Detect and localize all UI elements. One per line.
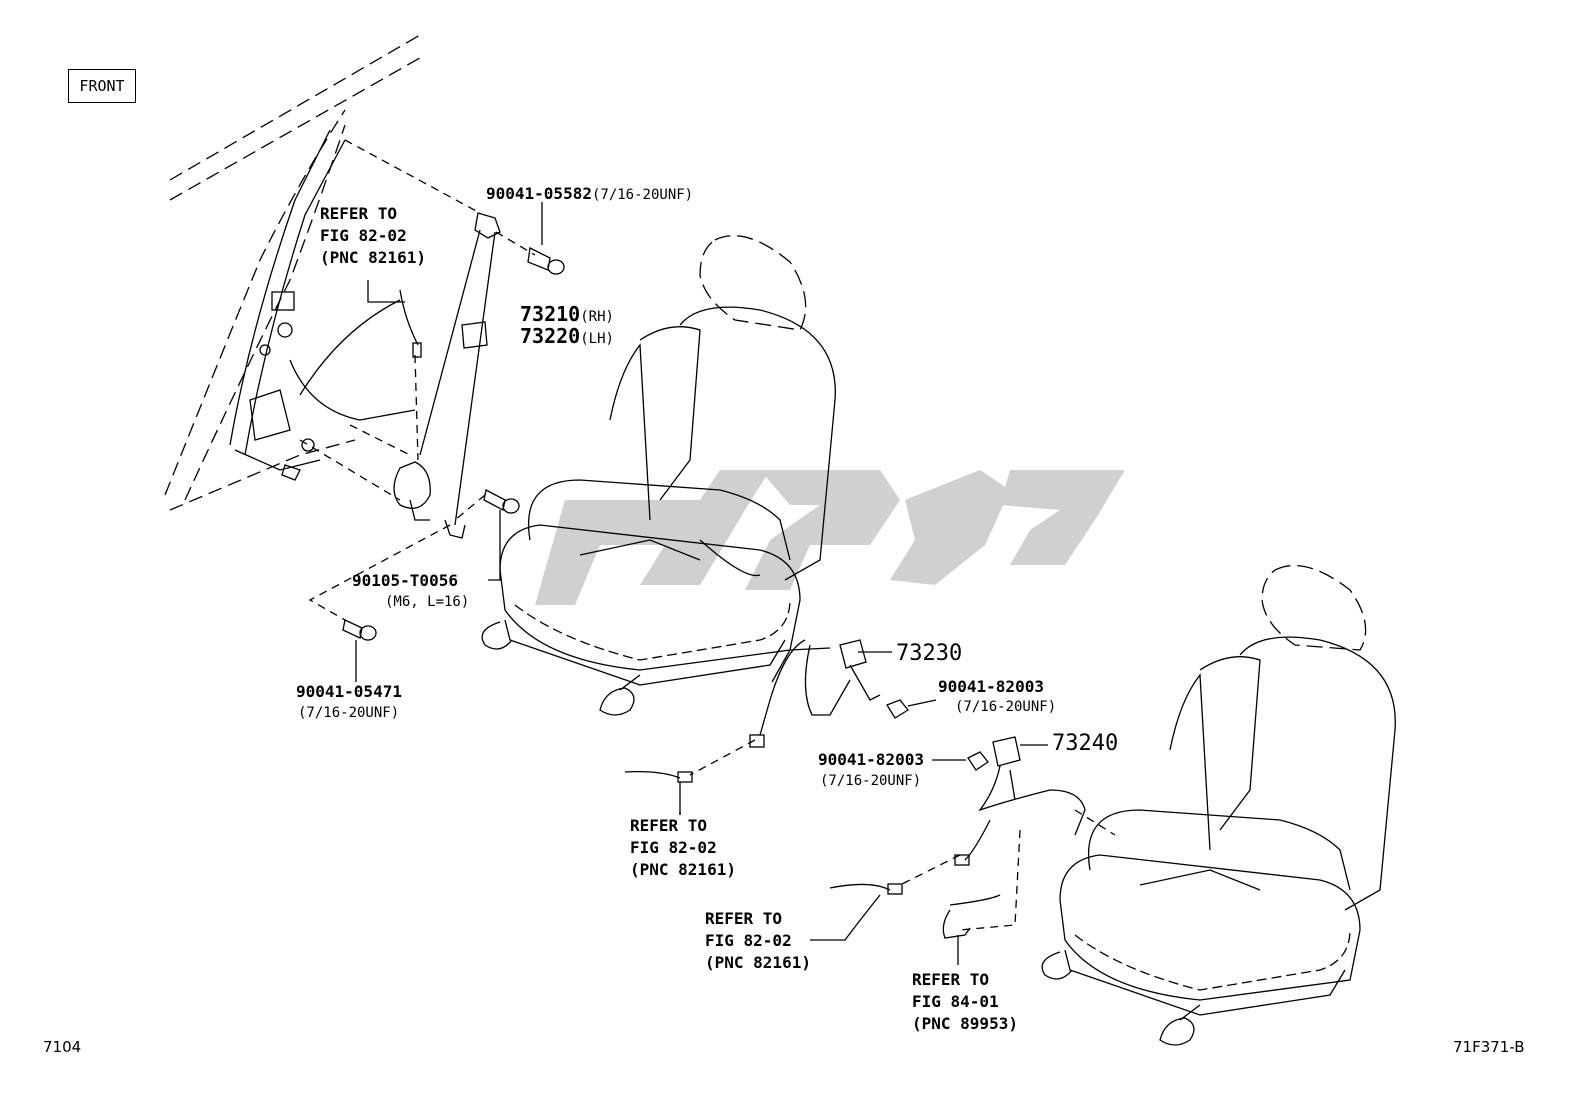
refer-note-lower: REFER TO FIG 82-02 (PNC 82161): [705, 909, 811, 972]
front-seat-2: [1041, 564, 1396, 1046]
buckle-73230: [749, 639, 881, 748]
label-90041-05471: 90041-05471: [296, 682, 402, 701]
refer-note-upper: REFER TO FIG 82-02 (PNC 82161): [320, 204, 426, 267]
label-73210: 73210(RH): [520, 302, 614, 326]
label-90041-82003-b-spec: (7/16-20UNF): [820, 773, 922, 789]
illustration-code: 71F371-B: [1453, 1038, 1525, 1056]
b-pillar-structure: [229, 129, 416, 481]
bolt-90105-T0056: [483, 489, 520, 514]
label-73220: 73220(LH): [520, 324, 614, 348]
label-90105-T0056-spec: (M6, L=16): [385, 594, 470, 610]
seatbelt-assembly-73210: [393, 212, 501, 539]
watermark-logo: [535, 470, 1125, 605]
bolt-90041-05471: [342, 619, 377, 641]
assembly-leaders: [299, 139, 1116, 931]
front-indicator: FRONT: [68, 69, 136, 103]
label-73230: 73230: [896, 641, 963, 666]
page-code: 7104: [43, 1038, 82, 1056]
label-90105-T0056: 90105-T0056: [352, 571, 458, 590]
label-90041-05471-spec: (7/16-20UNF): [298, 705, 400, 721]
harness-mid: [624, 770, 693, 815]
refer-note-sensor: REFER TO FIG 84-01 (PNC 89953): [912, 970, 1018, 1033]
buckle-73240: [954, 736, 1086, 866]
nut-90041-82003-a: [886, 699, 909, 719]
label-90041-82003-b: 90041-82003: [818, 750, 924, 769]
nut-90041-82003-b: [967, 751, 989, 771]
vehicle-body-pillar: [164, 34, 426, 511]
label-90041-05582: 90041-05582(7/16-20UNF): [486, 184, 694, 203]
label-90041-82003-a-spec: (7/16-20UNF): [955, 699, 1057, 715]
harness-lower: [810, 883, 1001, 965]
harness-upper: [367, 280, 422, 358]
label-90041-82003-a: 90041-82003: [938, 677, 1044, 696]
bolt-90041-05582: [527, 247, 565, 275]
label-73240: 73240: [1052, 731, 1119, 756]
label-leaders: [355, 202, 1048, 815]
front-seat-1: [481, 235, 836, 716]
refer-note-middle: REFER TO FIG 82-02 (PNC 82161): [630, 816, 736, 879]
